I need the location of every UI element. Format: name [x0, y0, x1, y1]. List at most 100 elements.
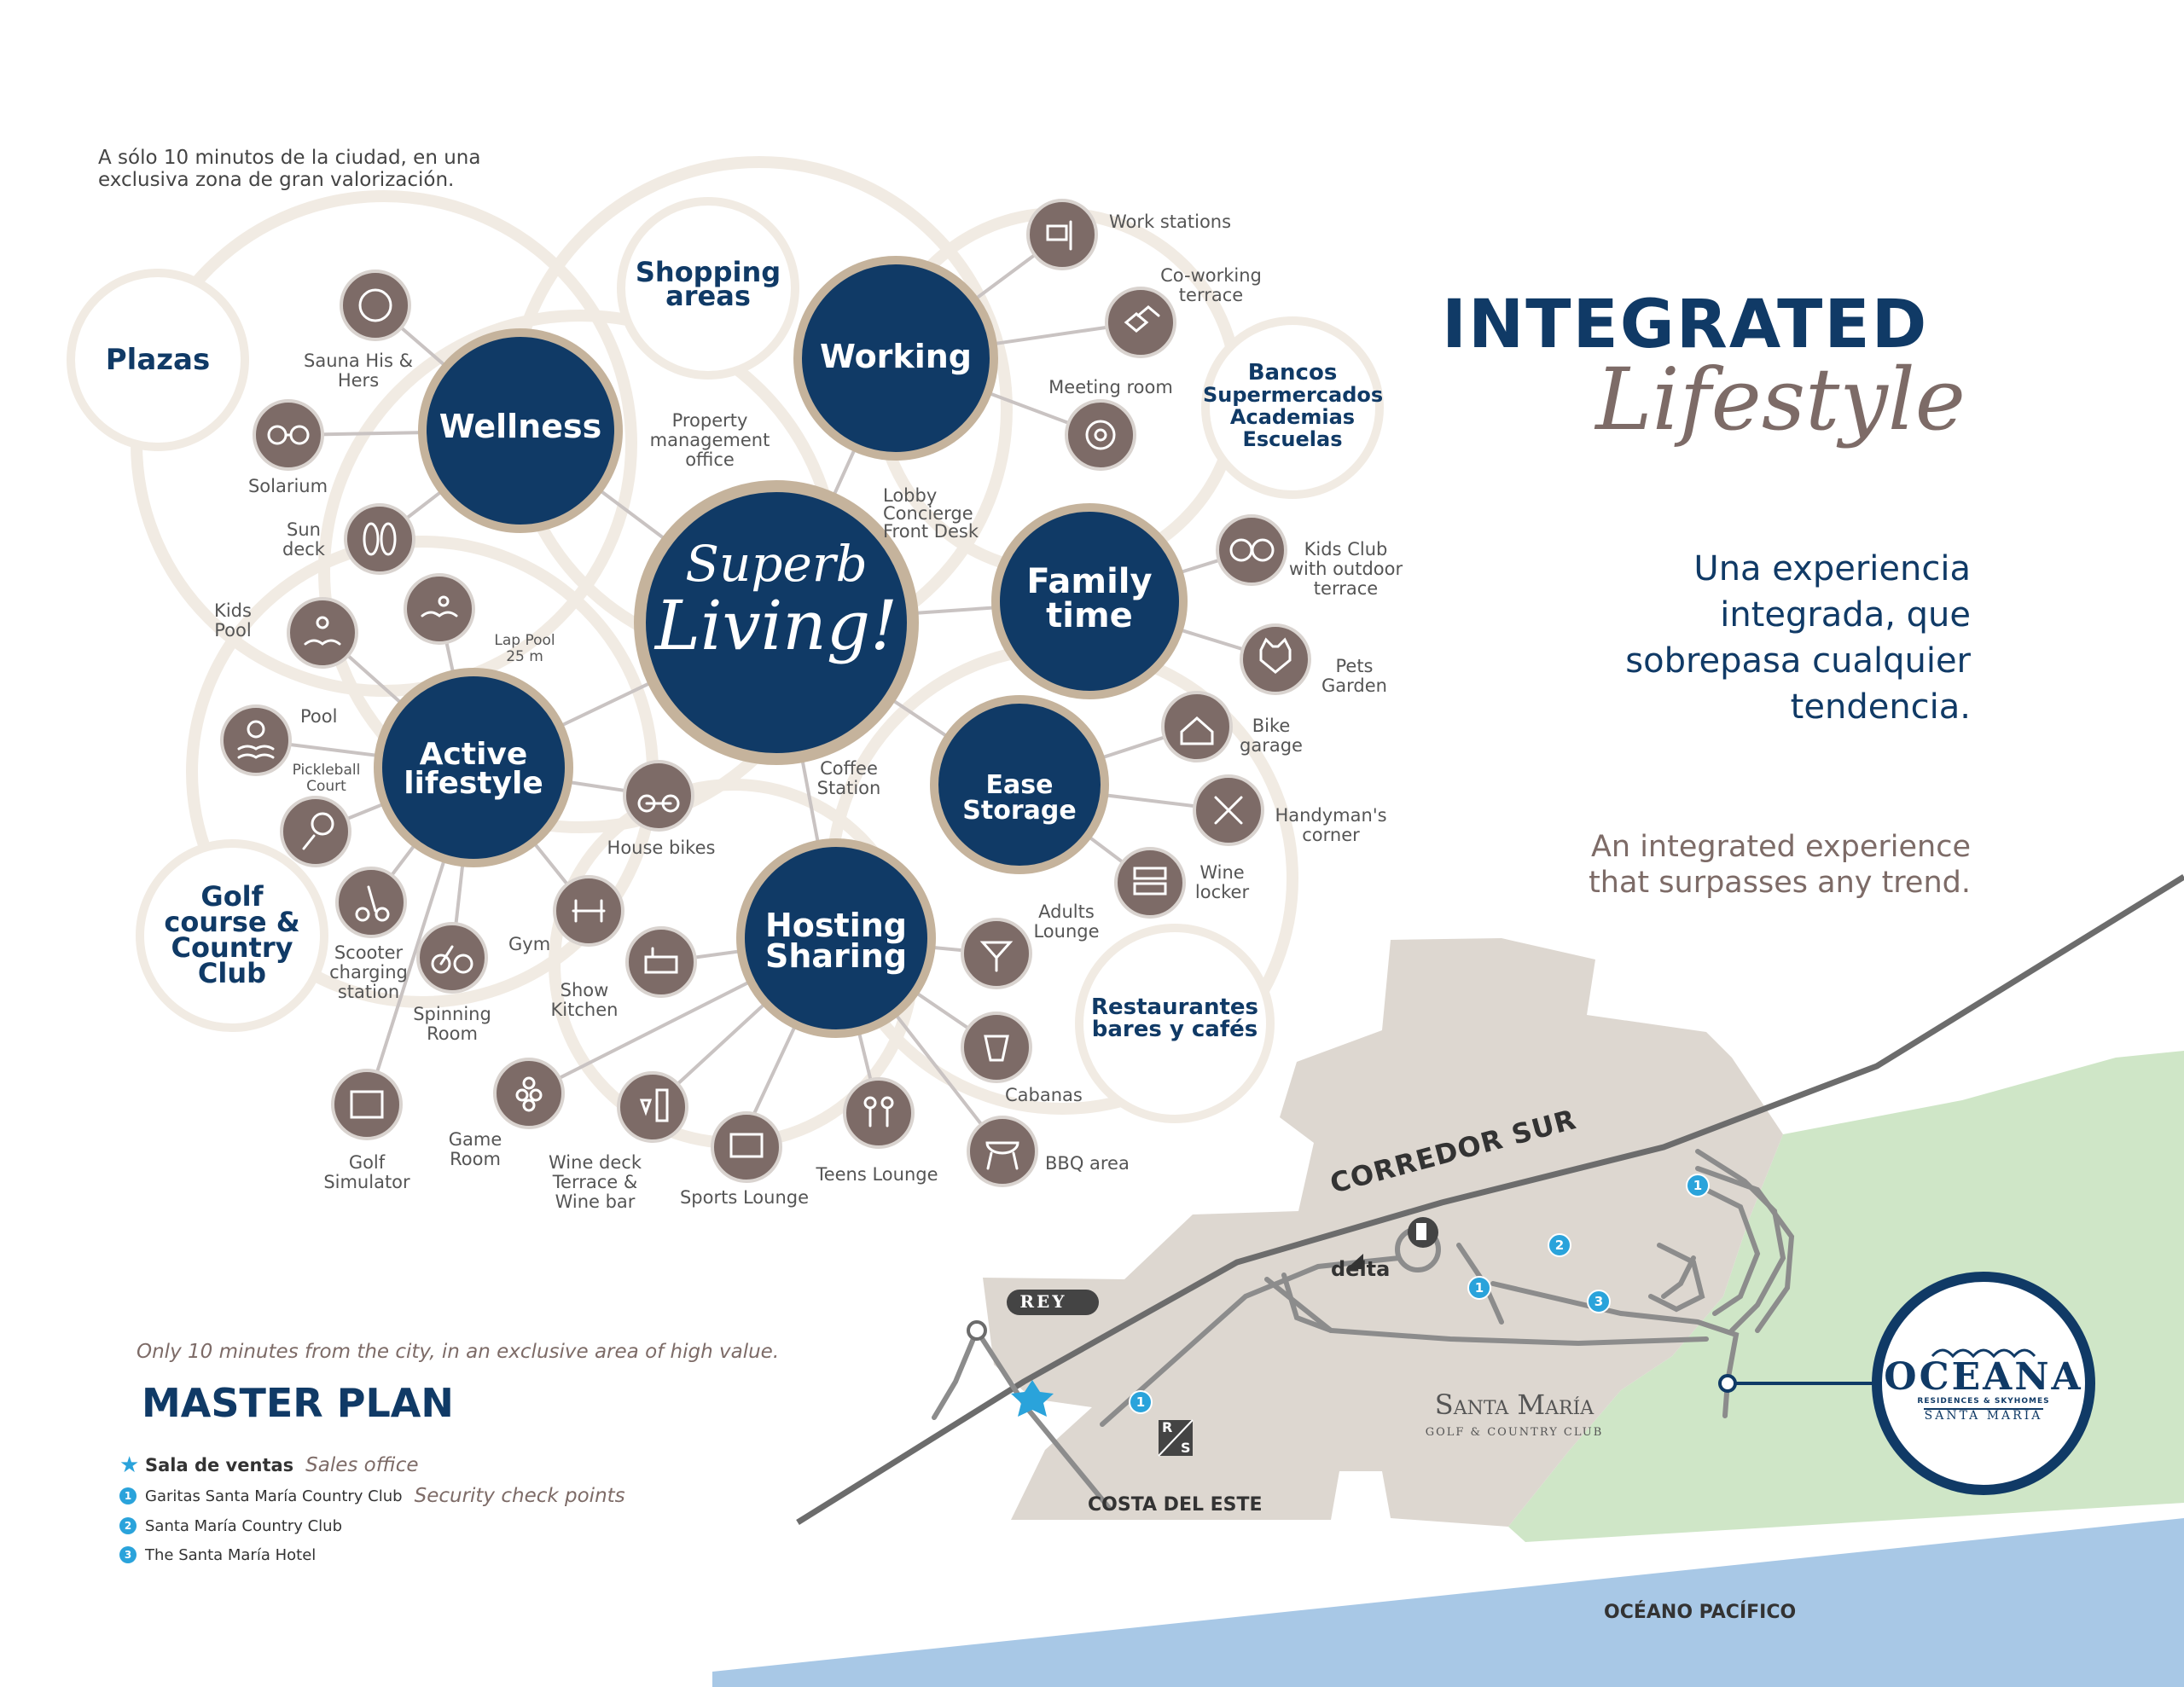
golf-screen-icon	[331, 1069, 403, 1140]
oceana-logo: OCEANA RESIDENCES & SKYHOMES SANTA MARÍA	[1877, 1358, 2090, 1423]
dog-icon	[1240, 623, 1311, 695]
star-icon: ★	[119, 1452, 140, 1478]
oceana-sub: RESIDENCES & SKYHOMES	[1917, 1397, 2050, 1406]
label-showkitchen: Show Kitchen	[550, 980, 619, 1020]
hub-active: Active lifestyle	[404, 737, 543, 801]
label-property: Property management office	[649, 410, 770, 470]
grill-icon	[967, 1116, 1038, 1187]
title-main: INTEGRATED	[1442, 287, 1929, 363]
bicycle-spin-icon	[416, 922, 488, 994]
place-bancos-2: Supermercados	[1203, 383, 1384, 407]
place-bancos-3: Academias	[1229, 405, 1356, 429]
label-sauna: Sauna His & Hers	[304, 351, 413, 391]
label-kidsclub: Kids Club with outdoor terrace	[1288, 539, 1403, 599]
oceana-name: OCEANA	[1884, 1355, 2083, 1399]
label-workst: Work stations	[1109, 212, 1232, 232]
label-wine: Wine locker	[1194, 862, 1250, 902]
master-plan-title: MASTER PLAN	[142, 1380, 454, 1426]
legend-sub: Sales office	[305, 1454, 419, 1476]
center-line1: Superb	[685, 535, 868, 593]
label-cowork: Co-working terrace	[1160, 265, 1262, 305]
corredor-sur-road	[796, 874, 2184, 1525]
delta-label: delta	[1331, 1257, 1391, 1281]
workstation-icon	[1026, 199, 1098, 270]
rey-label: REY	[1019, 1291, 1067, 1312]
hub-family: Family time	[1026, 562, 1153, 635]
label-bbq: BBQ area	[1045, 1153, 1130, 1174]
tagline-es: Una experiencia integrada, que sobrepasa…	[1625, 549, 1971, 727]
tv-football-icon	[711, 1111, 782, 1183]
center-line2: Living!	[654, 586, 898, 665]
handshake-icon	[1105, 287, 1176, 358]
title-script: Lifestyle	[1595, 350, 1966, 449]
place-bancos-1: Bancos	[1247, 360, 1338, 386]
kitchen-icon	[625, 926, 697, 998]
hub-hosting: Hosting Sharing	[764, 907, 908, 975]
tandem-bike-icon	[623, 760, 694, 832]
label-pool: Pool	[300, 706, 338, 727]
place-plazas: Plazas	[105, 343, 211, 377]
santa-maria-sub: GOLF & COUNTRY CLUB	[1425, 1426, 1604, 1439]
oceana-place: SANTA MARÍA	[1924, 1409, 2043, 1423]
tagline-en: An integrated experience that surpasses …	[1589, 830, 1971, 900]
map-marker-1c: 1	[1129, 1390, 1153, 1414]
sauna-icon	[340, 270, 411, 341]
sun-waves-icon	[220, 704, 292, 776]
marker-2-icon: 2	[119, 1517, 136, 1534]
billiards-icon	[493, 1058, 565, 1129]
place-restaurantes: Restaurantes bares y cafés	[1090, 994, 1259, 1042]
label-winedeck: Wine deck Terrace & Wine bar	[549, 1152, 642, 1212]
label-gym: Gym	[508, 934, 551, 954]
place-shopping: Shopping areas	[635, 256, 781, 312]
label-spinning: Spinning Room	[413, 1004, 491, 1044]
legend-label: The Santa María Hotel	[145, 1545, 317, 1564]
label-cabanas: Cabanas	[1005, 1085, 1083, 1105]
label-pickleball: Pickleball Court	[292, 762, 361, 795]
label-handyman: Handyman's corner	[1275, 805, 1387, 845]
ocean-area	[712, 1518, 2184, 1687]
legend-row-checkpoints: 1 Garitas Santa María Country Club Secur…	[119, 1481, 717, 1511]
place-bancos-4: Escuelas	[1242, 427, 1343, 451]
label-pets: Pets Garden	[1321, 656, 1387, 696]
costa-label: COSTA DEL ESTE	[1088, 1494, 1263, 1516]
label-kidspool: Kids Pool	[214, 600, 252, 641]
label-scooter: Scooter charging station	[329, 942, 408, 1002]
hub-rings	[374, 256, 1188, 1038]
rs-s: S	[1181, 1440, 1191, 1456]
marker-1-icon: 1	[119, 1487, 136, 1504]
garage-icon	[1161, 691, 1233, 762]
rs-r: R	[1162, 1419, 1173, 1435]
legend-row-club: 2 Santa María Country Club	[119, 1511, 717, 1540]
label-sports: Sports Lounge	[679, 1187, 810, 1208]
kids-pool-icon	[287, 597, 358, 669]
label-lobby: Lobby Concierge Front Desk	[883, 485, 979, 542]
legend-label: Sala de ventas	[145, 1455, 294, 1475]
marker-3-icon: 3	[119, 1546, 136, 1563]
center-hub: Superb Living!	[640, 537, 913, 662]
legend-row-hotel: 3 The Santa María Hotel	[119, 1540, 717, 1569]
hub-wellness: Wellness	[439, 408, 602, 445]
cocktail-icon	[961, 1012, 1032, 1083]
label-coffee: Coffee Station	[816, 758, 881, 798]
oceana-logo-circle	[1872, 1272, 2095, 1495]
legend-sub: Security check points	[414, 1485, 625, 1507]
map-marker-2: 2	[1548, 1233, 1571, 1257]
label-teens: Teens Lounge	[816, 1164, 938, 1185]
legend: ★ Sala de ventas Sales office 1 Garitas …	[119, 1450, 717, 1569]
label-bike: Bike garage	[1240, 716, 1303, 756]
swimmer-icon	[404, 573, 475, 645]
label-gameroom: Game Room	[448, 1129, 502, 1169]
ocean-label: OCÉANO PACÍFICO	[1604, 1602, 1797, 1623]
scooter-icon	[335, 867, 407, 938]
legend-label: Garitas Santa María Country Club	[145, 1487, 403, 1505]
legend-label: Santa María Country Club	[145, 1516, 343, 1535]
label-solarium: Solarium	[247, 476, 328, 496]
label-sundeck: Sun deck	[282, 519, 325, 559]
map-tagline: Only 10 minutes from the city, in an exc…	[136, 1341, 780, 1363]
place-circles	[67, 197, 1384, 1123]
rey-logo-bg	[1007, 1290, 1099, 1315]
sales-office-star	[1011, 1380, 1054, 1417]
teens-icon	[843, 1077, 915, 1149]
santa-maria-label: Santa María	[1434, 1388, 1594, 1421]
